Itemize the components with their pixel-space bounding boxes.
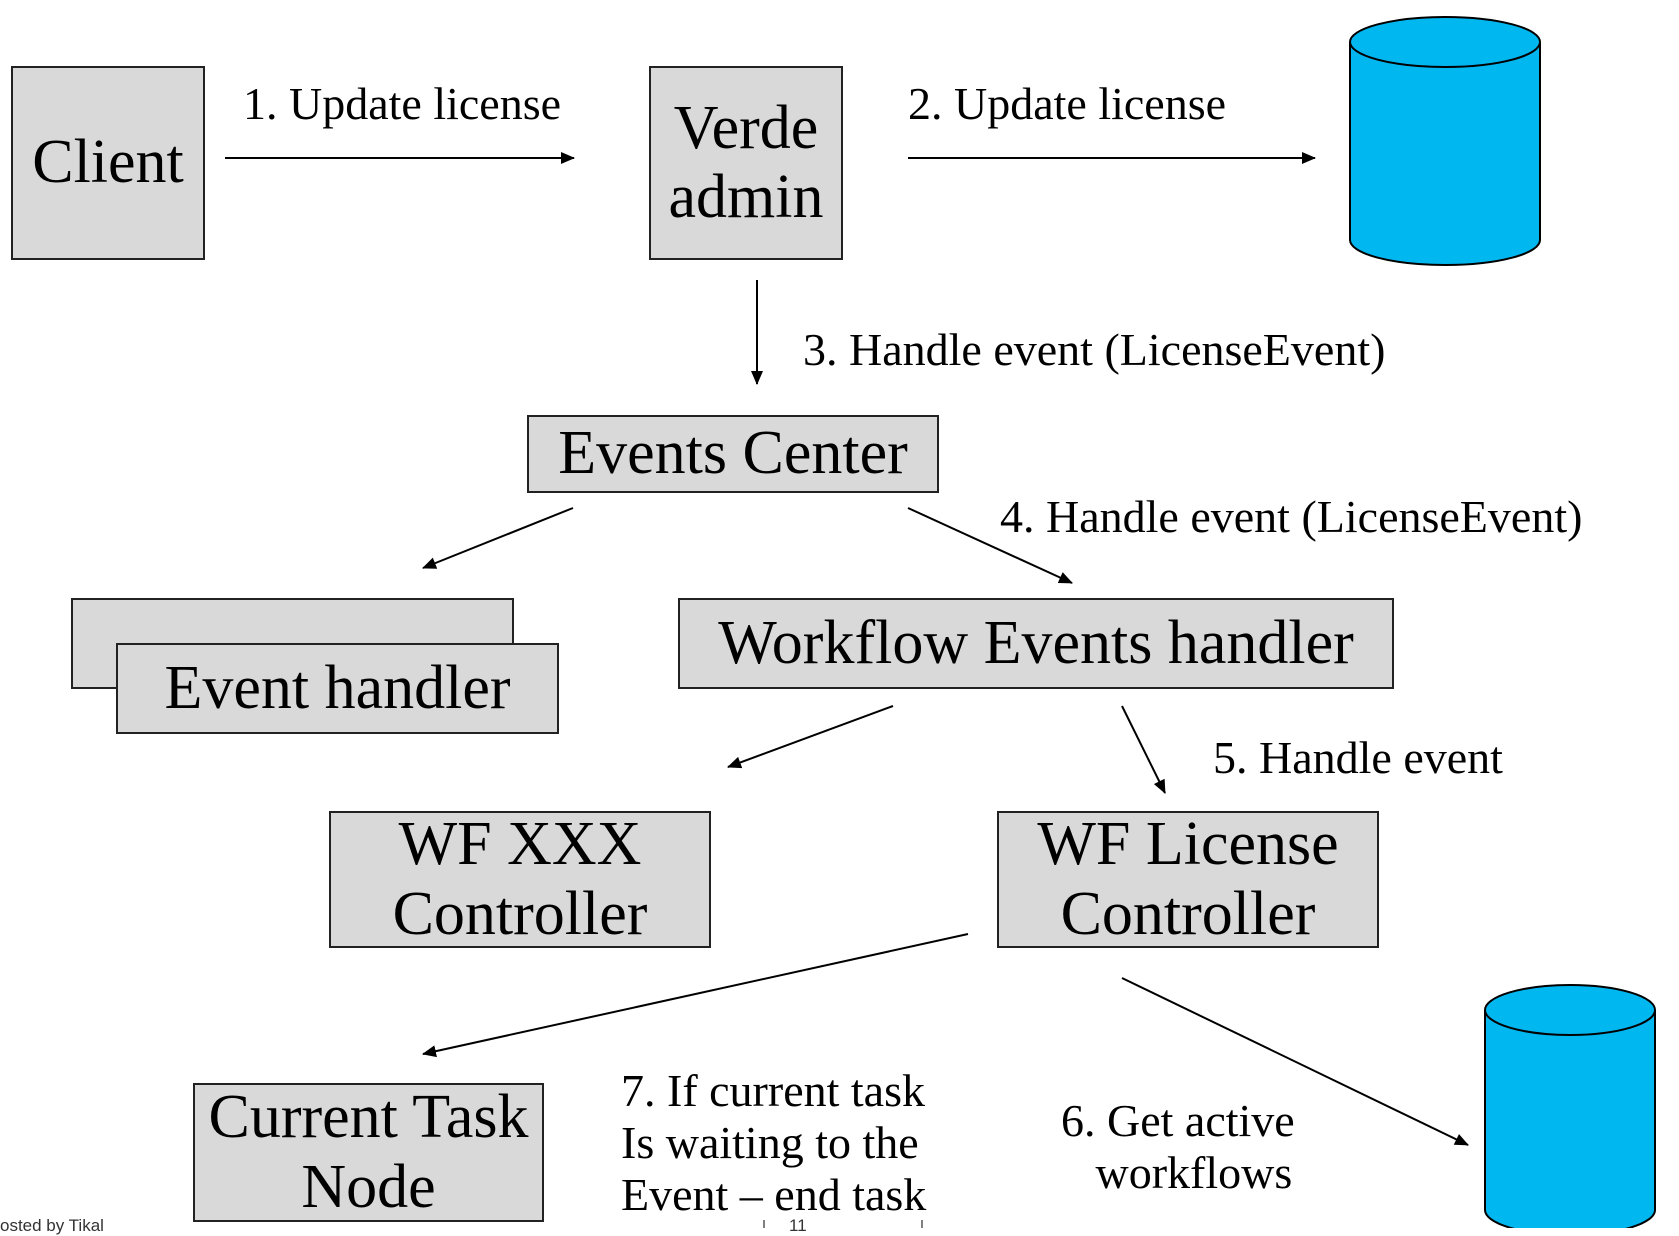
wf-xxx-controller-label: WF XXX Controller (392, 810, 648, 948)
edge-label-update-license-2: 2. Update license (908, 78, 1227, 129)
verde-admin-node: Verde admin (649, 66, 843, 260)
edge-label-update-license-1: 1. Update license (243, 78, 562, 129)
client-node: Client (11, 66, 205, 260)
edge-label-get-active-workflows: 6. Get active workflows (1061, 1095, 1295, 1198)
events-center-node: Events Center (527, 415, 939, 493)
wf-xxx-controller-node: WF XXX Controller (329, 810, 711, 948)
edge-label-handle-event-3: 3. Handle event (LicenseEvent) (803, 324, 1386, 375)
verde-admin-label: Verde admin (668, 93, 824, 231)
footer-hosted-by: osted by Tikal (0, 1216, 104, 1235)
arrow-events-center-to-event-handler (422, 507, 574, 569)
edge-label-handle-event-4: 4. Handle event (LicenseEvent) (1000, 491, 1583, 542)
wf-license-controller-label: WF License Controller (1037, 810, 1339, 948)
database-icon (1349, 16, 1541, 266)
arrow-events-center-to-workflow-handler (907, 507, 1073, 584)
workflow-events-handler-label: Workflow Events handler (718, 608, 1354, 677)
arrow-wf-license-to-database (1121, 977, 1469, 1146)
client-label: Client (32, 128, 184, 197)
wf-license-controller-node: WF License Controller (997, 810, 1379, 948)
event-handler-label: Event handler (164, 653, 511, 722)
current-task-node-label: Current Task Node (208, 1083, 529, 1221)
database-icon (1484, 984, 1656, 1228)
arrow-wf-license-to-current-task (422, 933, 969, 1058)
arrow-workflow-to-wf-license (1121, 705, 1166, 794)
footer-page-number: 11 (789, 1216, 807, 1235)
edge-label-end-task: 7. If current task Is waiting to the Eve… (621, 1065, 927, 1220)
current-task-node: Current Task Node (193, 1083, 544, 1222)
workflow-events-handler-node: Workflow Events handler (678, 598, 1394, 689)
edge-label-handle-event-5: 5. Handle event (1213, 732, 1503, 783)
event-handler-node: Event handler (116, 643, 559, 734)
arrow-workflow-to-wf-xxx (727, 705, 894, 769)
events-center-label: Events Center (558, 419, 908, 488)
